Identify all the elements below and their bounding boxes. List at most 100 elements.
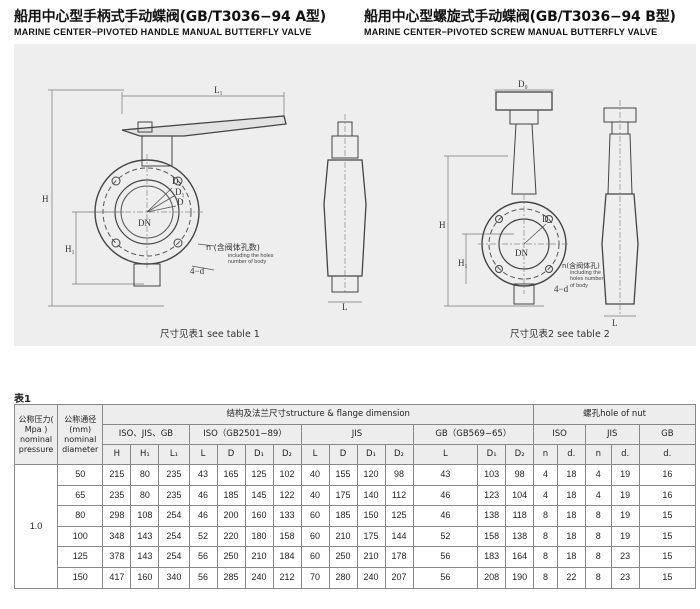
table-cell: 46 [412, 505, 479, 527]
table-cell: 250 [328, 546, 358, 568]
table-cell: 215 [102, 464, 132, 486]
figure-1-type-a [48, 89, 367, 307]
table-cell: 184 [272, 546, 302, 568]
title-a-chinese: 船用中心型手柄式手动蝶阀(GB/T3036−94 A型) [14, 9, 326, 25]
header-group-gb569: GB（GB569−65） [412, 424, 535, 445]
table-cell: 15 [638, 566, 697, 589]
header-sub-col: L [188, 444, 218, 465]
table-cell: 65 [57, 484, 104, 507]
table-cell: 158 [272, 525, 302, 548]
header-nominal-diameter: 公称通径(mm) nominal diameter [57, 404, 104, 465]
holes-note-a: including the holes number of body [228, 253, 274, 266]
table-cell: 98 [384, 464, 414, 486]
label-dn-a: DN [138, 218, 151, 228]
table-cell: 378 [102, 546, 132, 568]
table-cell: 19 [610, 525, 640, 548]
label-d1-a: D₁ [175, 187, 185, 197]
table-cell: 104 [505, 484, 535, 507]
table-cell: 40 [300, 464, 330, 486]
table-label: 表1 [14, 394, 31, 405]
holes-note-b: including the holes number of body [570, 270, 604, 289]
table-cell: 125 [384, 505, 414, 527]
table-cell: 43 [412, 464, 479, 486]
table-cell: 8 [533, 566, 558, 589]
table-cell: 143 [130, 546, 160, 568]
header-nominal-pressure: 公称压力( Mpa ) nominal pressure [13, 404, 59, 465]
table-cell: 56 [412, 546, 479, 568]
table-cell: 4 [584, 484, 612, 507]
table-cell: 4 [533, 464, 558, 486]
valve-drawings-svg: L₁ H H₁ D₂ D₁ D DN n (含阀体孔数) including t… [42, 79, 639, 328]
table-cell: 160 [130, 566, 160, 589]
table-cell: 8 [584, 525, 612, 548]
label-h1-a: H₁ [65, 244, 75, 254]
table-cell: 19 [610, 505, 640, 527]
table-cell: 8 [533, 505, 558, 527]
header-sub-col: H₁ [130, 444, 160, 465]
table-cell: 133 [272, 505, 302, 527]
table-cell: 19 [610, 464, 640, 486]
table-cell: 50 [57, 464, 104, 486]
table-cell: 235 [158, 484, 190, 507]
table-cell: 250 [216, 546, 246, 568]
header-sub-col: D [216, 444, 246, 465]
header-nut-holes: 螺孔hole of nut [533, 404, 696, 425]
header-sub-col: D₂ [505, 444, 535, 465]
label-n-a: n (含阀体孔数) [206, 242, 260, 252]
table-cell: 60 [300, 546, 330, 568]
table-cell: 235 [102, 484, 132, 507]
title-type-a: 船用中心型手柄式手动蝶阀(GB/T3036−94 A型) MARINE CENT… [14, 6, 326, 37]
caption-figure-2: 尺寸见表2 see table 2 [510, 329, 610, 340]
table-cell: 56 [188, 546, 218, 568]
table-cell: 15 [638, 546, 697, 568]
table-cell: 183 [477, 546, 507, 568]
label-d-b: D [542, 214, 549, 224]
header-sub-col: D₂ [384, 444, 414, 465]
table-header: 公称压力( Mpa ) nominal pressure 公称通径(mm) no… [13, 404, 697, 465]
table-cell: 158 [477, 525, 507, 548]
label-d-a: D [177, 197, 184, 207]
caption-figure-1: 尺寸见表1 see table 1 [160, 329, 260, 340]
header-structure-flange: 结构及法兰尺寸structure & flange dimension [102, 404, 535, 425]
header-sub-col: H [102, 444, 132, 465]
table-cell: 80 [130, 464, 160, 486]
header-group-jis: JIS [300, 424, 414, 445]
label-d2-a: D₂ [172, 176, 182, 186]
table-cell: 178 [384, 546, 414, 568]
table-cell: 118 [505, 505, 535, 527]
header-sub-col: n [533, 444, 558, 465]
table-cell: 22 [556, 566, 586, 589]
table-cell: 155 [328, 464, 358, 486]
table-cell: 140 [356, 484, 386, 507]
title-type-b: 船用中心型螺旋式手动蝶阀(GB/T3036−94 B型) MARINE CENT… [364, 6, 676, 37]
table-cell: 143 [130, 525, 160, 548]
table-cell: 208 [477, 566, 507, 589]
table-cell: 122 [272, 484, 302, 507]
table-cell: 138 [505, 525, 535, 548]
table-cell: 100 [57, 525, 104, 548]
table-cell: 70 [300, 566, 330, 589]
table-cell: 285 [216, 566, 246, 589]
table-cell: 210 [356, 546, 386, 568]
table-cell: 212 [272, 566, 302, 589]
table-cell: 138 [477, 505, 507, 527]
table-cell: 254 [158, 525, 190, 548]
table-cell: 190 [505, 566, 535, 589]
table-cell: 207 [384, 566, 414, 589]
table-cell: 46 [188, 505, 218, 527]
header-sub-col: D₁ [244, 444, 274, 465]
table-cell: 210 [328, 525, 358, 548]
table-cell: 15 [638, 525, 697, 548]
table-cell: 102 [272, 464, 302, 486]
label-4d-b: 4−d [554, 284, 569, 294]
label-l-a: L [342, 302, 348, 312]
table-cell: 18 [556, 464, 586, 486]
table-cell: 52 [412, 525, 479, 548]
header-sub-col: d. [556, 444, 586, 465]
table-cell: 160 [244, 505, 274, 527]
table-cell: 175 [328, 484, 358, 507]
table-cell: 98 [505, 464, 535, 486]
table-cell: 185 [328, 505, 358, 527]
table-cell: 60 [300, 525, 330, 548]
